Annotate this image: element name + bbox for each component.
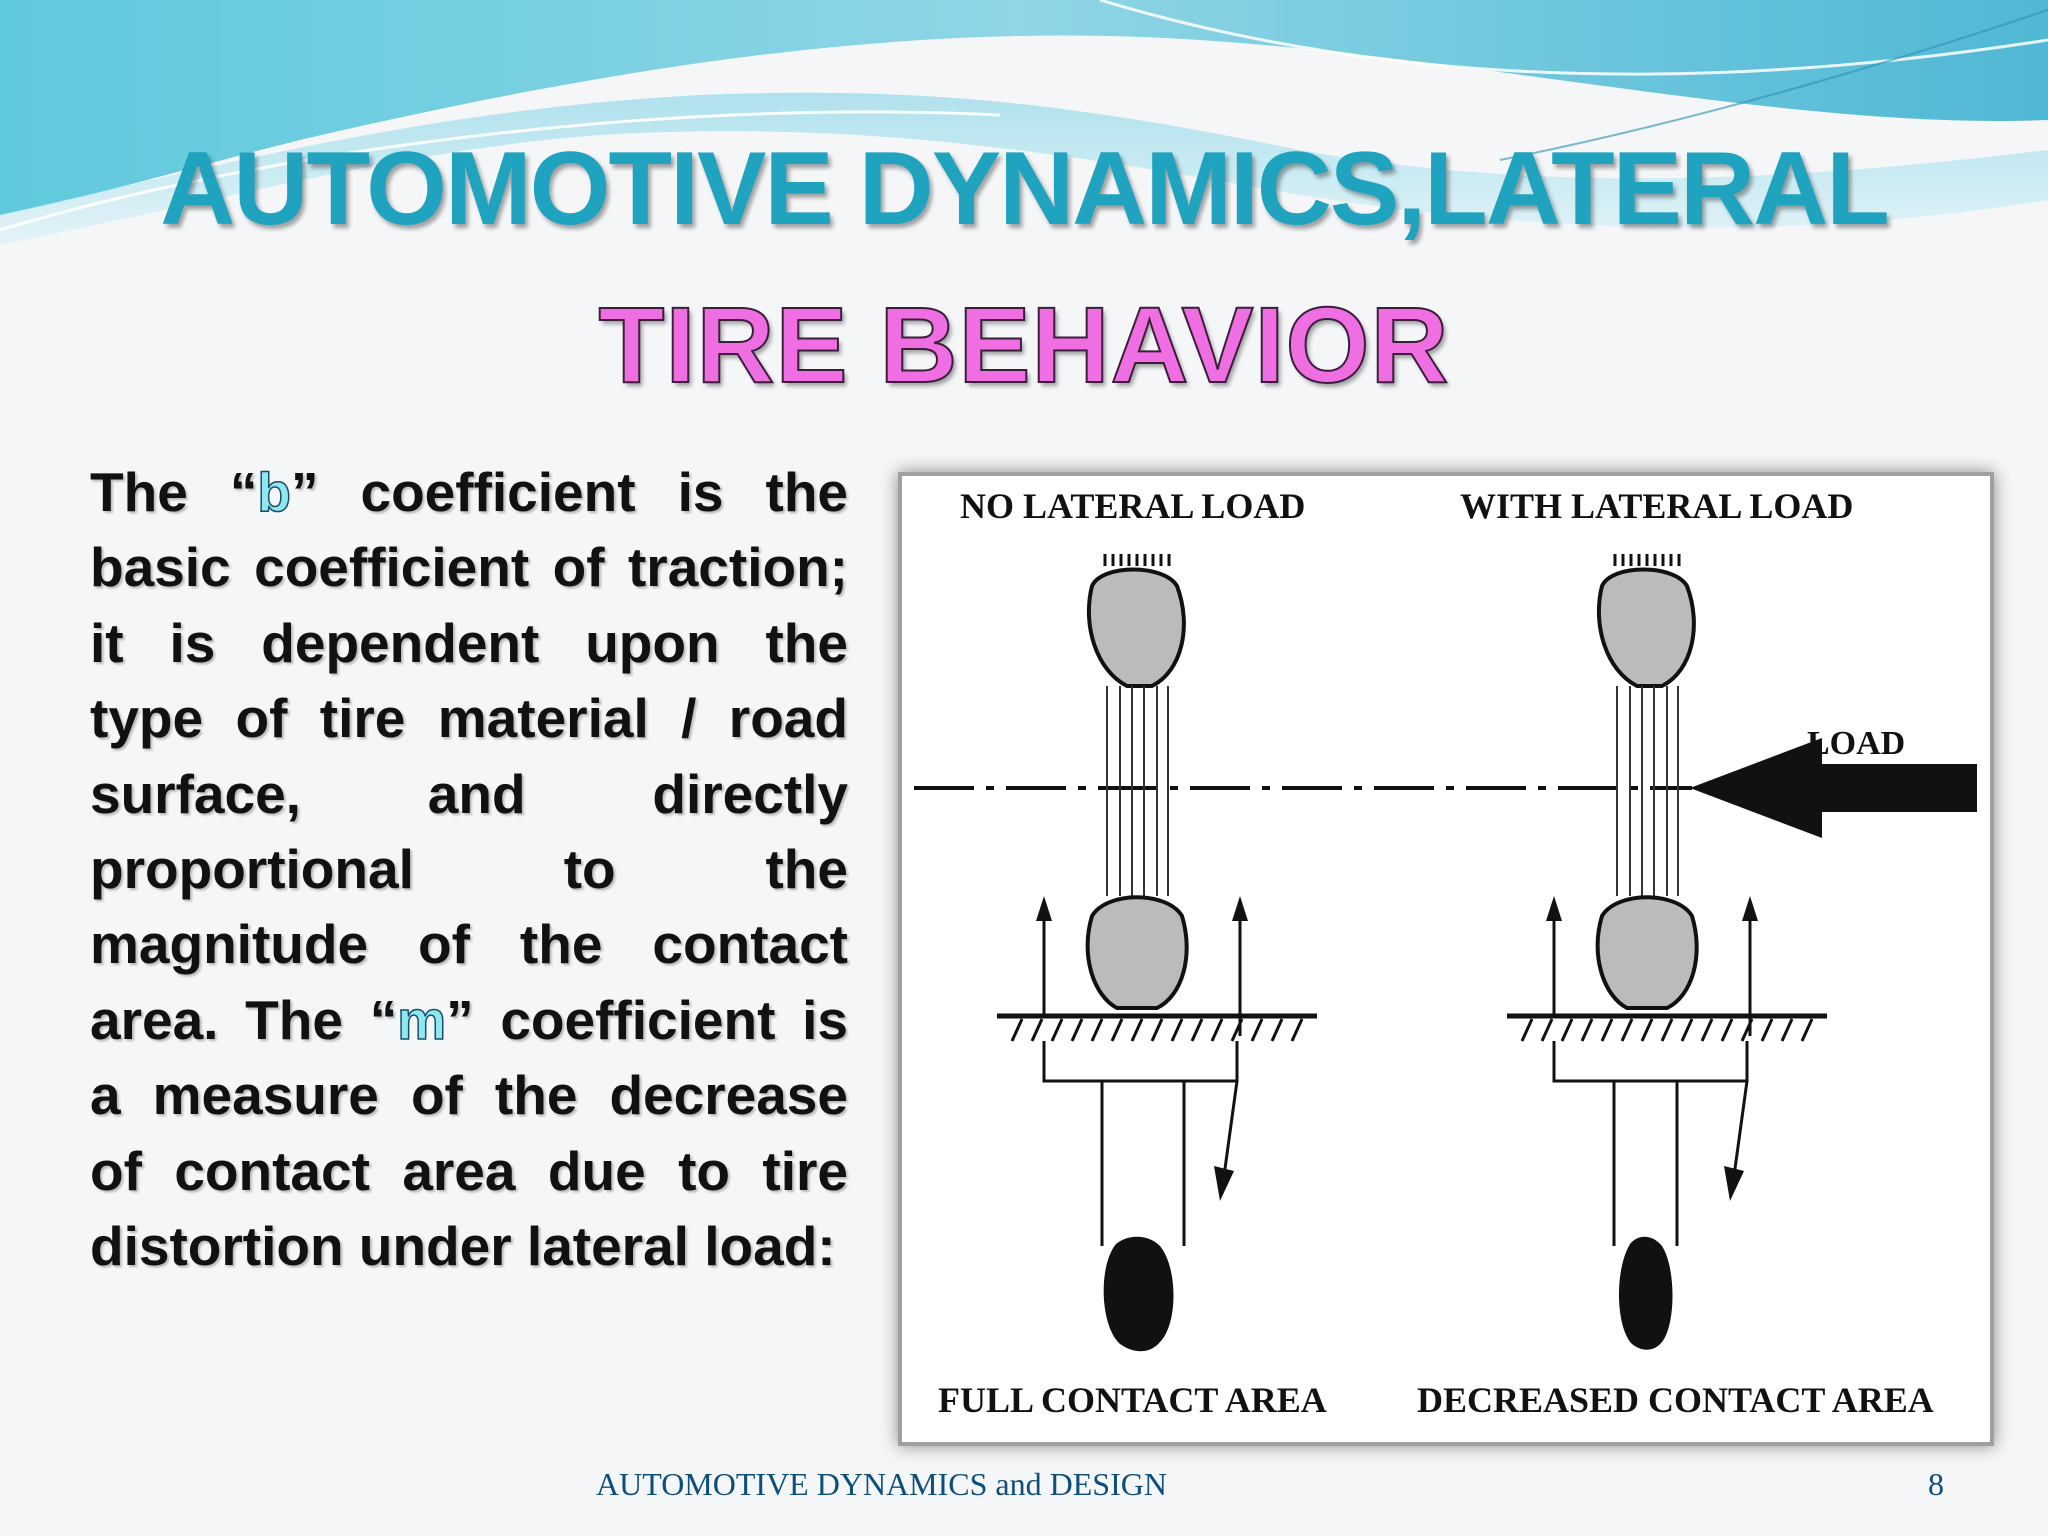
label-load: LOAD — [1807, 725, 1905, 762]
tire-with-load — [1507, 554, 1827, 1350]
load-arrow — [1690, 738, 1977, 838]
page-number: 8 — [1928, 1466, 1944, 1502]
footer-title: AUTOMOTIVE DYNAMICS and DESIGN — [596, 1466, 1167, 1502]
slide-title: AUTOMOTIVE DYNAMICS,LATERAL — [160, 131, 1889, 247]
coefficient-b-symbol: b — [257, 460, 292, 524]
label-decreased-contact-area: DECREASED CONTACT AREA — [1417, 1380, 1934, 1420]
header-wave-decoration — [0, 0, 2048, 245]
body-text-part-3: ” coefficient is a measure of the decrea… — [90, 988, 848, 1278]
coefficient-m-symbol: m — [396, 988, 447, 1052]
label-with-lateral-load: WITH LATERAL LOAD — [1460, 486, 1853, 526]
full-contact-patch — [1103, 1236, 1174, 1352]
tire-contact-figure: NO LATERAL LOAD WITH LATERAL LOAD LOAD F… — [898, 472, 1994, 1446]
label-no-lateral-load: NO LATERAL LOAD — [960, 486, 1305, 526]
slide-subtitle: TIRE BEHAVIOR — [597, 283, 1450, 406]
body-text-part-2: ” coefficient is the basic coefficient o… — [90, 461, 848, 1051]
decreased-contact-patch — [1618, 1236, 1673, 1350]
tire-no-load — [997, 554, 1317, 1352]
body-text-part-1: The “ — [90, 461, 258, 523]
tire-diagram: NO LATERAL LOAD WITH LATERAL LOAD LOAD F… — [914, 486, 1977, 1420]
label-full-contact-area: FULL CONTACT AREA — [938, 1380, 1327, 1420]
body-paragraph: The “b” coefficient is the basic coeffic… — [90, 455, 848, 1284]
